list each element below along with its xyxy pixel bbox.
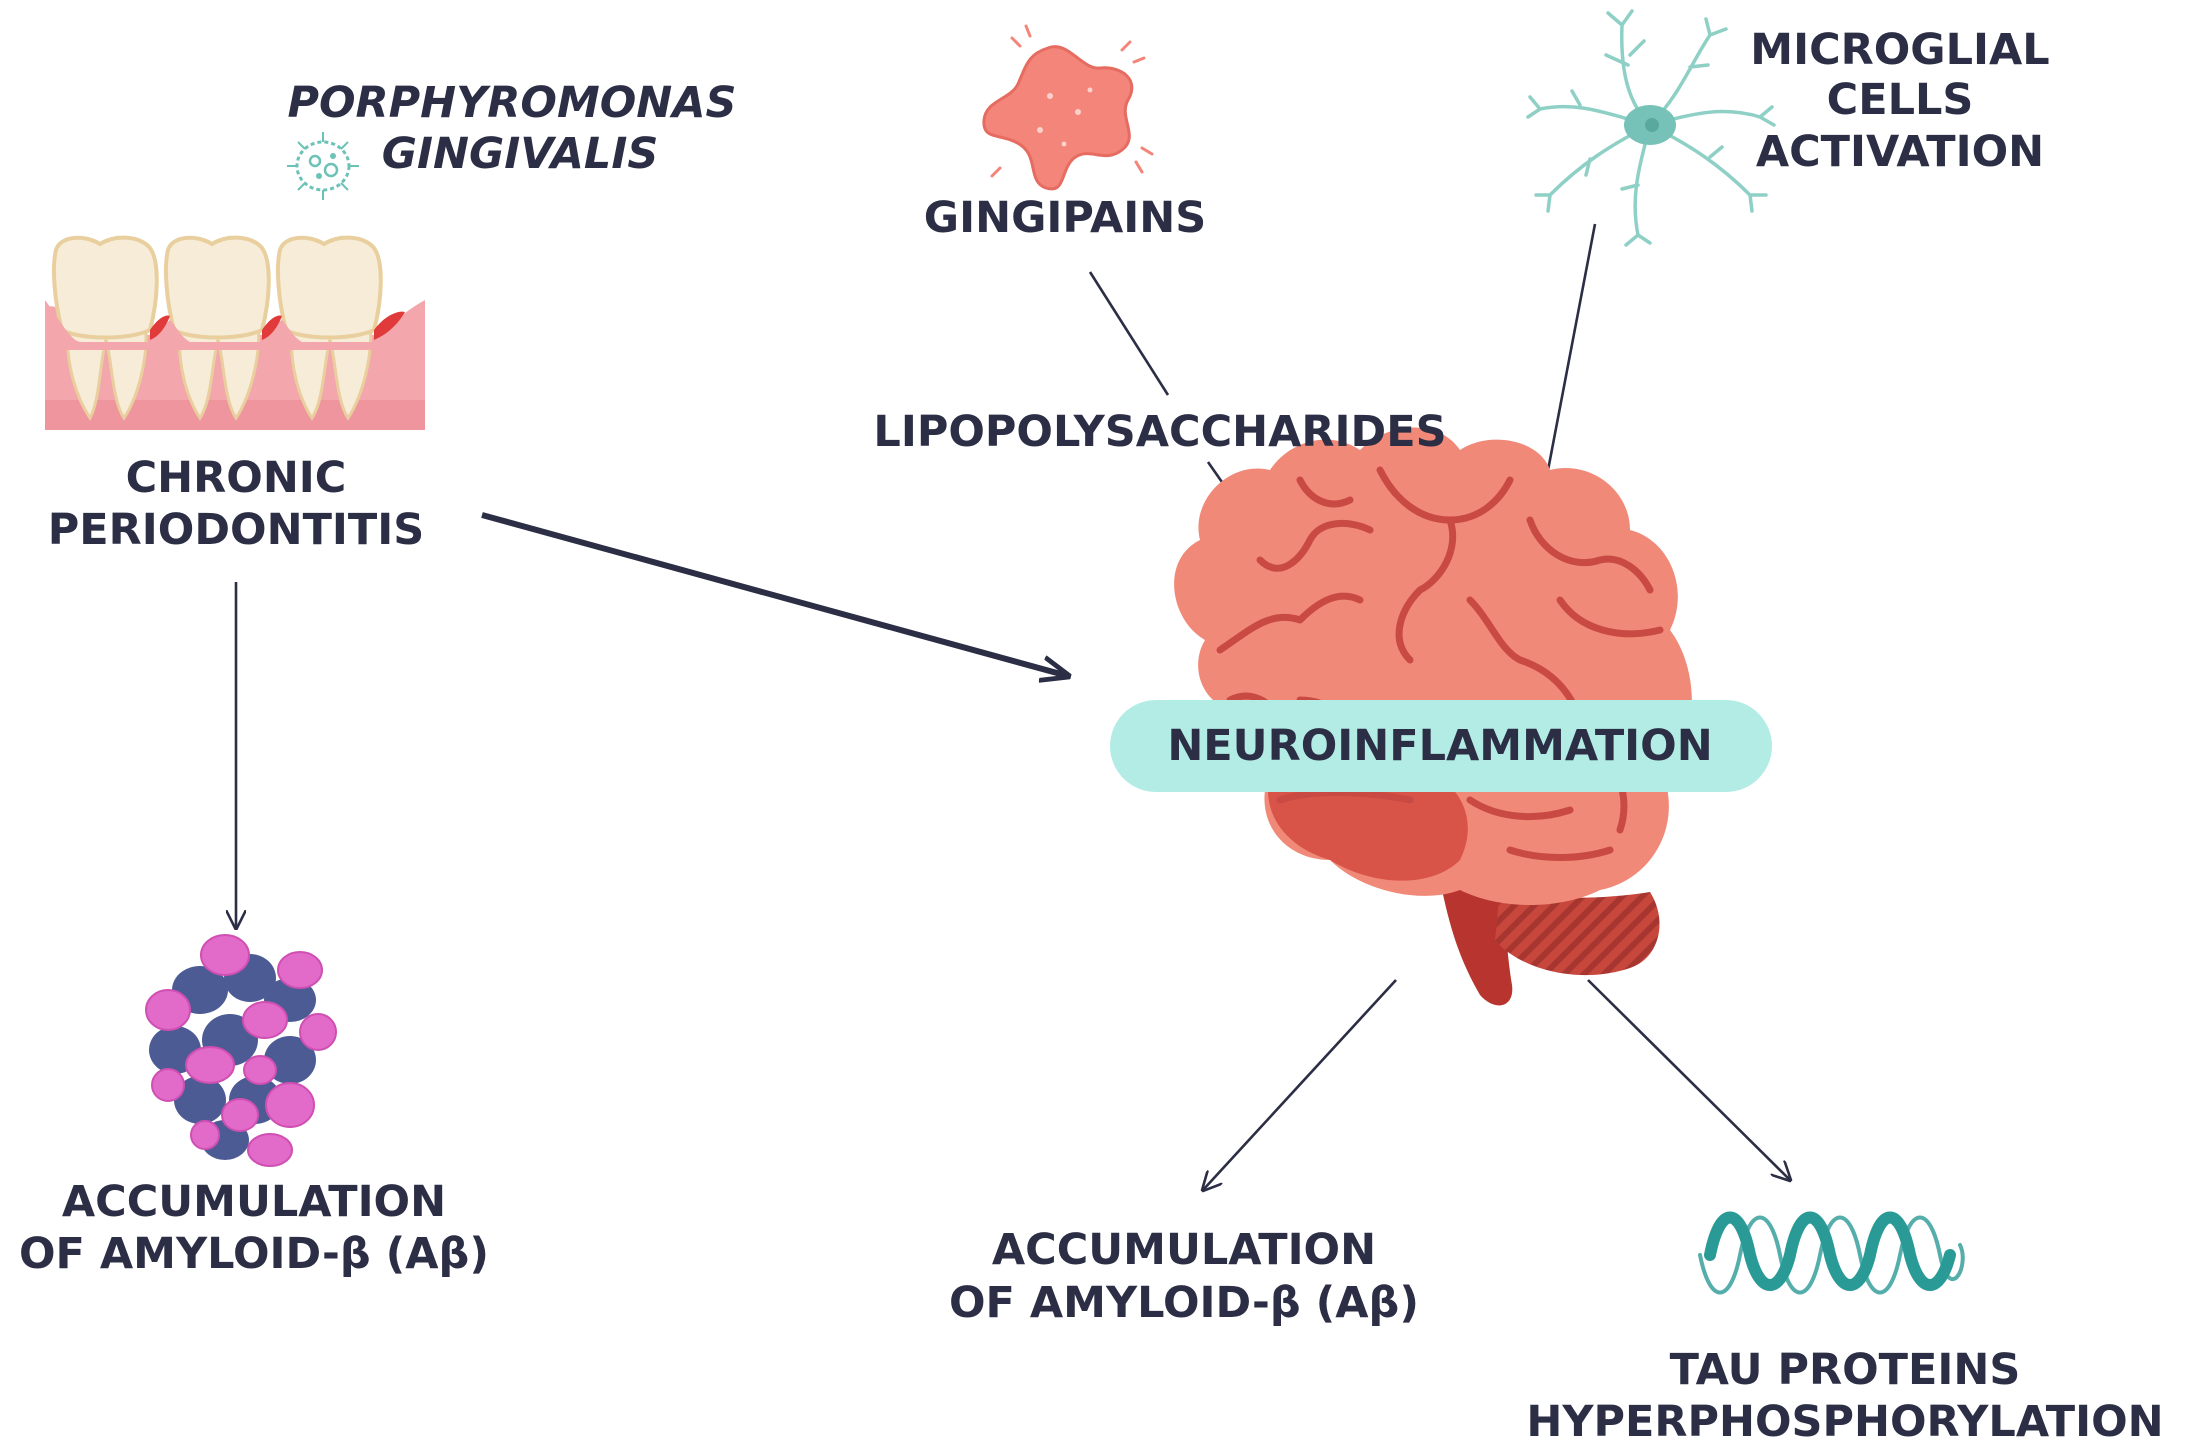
- microglial-label-line3: ACTIVATION: [1756, 127, 2044, 177]
- amyloid-right-label-line2: OF AMYLOID-β (Aβ): [949, 1278, 1419, 1328]
- periodontitis-label-line2: PERIODONTITIS: [48, 505, 424, 555]
- arrow-periodontitis-to-brain: [481, 512, 1068, 676]
- amyloid-left-label-line1: ACCUMULATION: [62, 1177, 446, 1227]
- gingipains-label: GINGIPAINS: [924, 193, 1206, 243]
- arrow-brain-to-tau: [1587, 979, 1790, 1180]
- gingipain-icon: [982, 24, 1154, 191]
- arrow-gingipains-to-lps: [1088, 271, 1170, 396]
- teeth-icon: [45, 235, 425, 430]
- bacteria-label-line1: PORPHYROMONAS: [287, 78, 736, 128]
- bacteria-label-line2: GINGIVALIS: [382, 129, 659, 179]
- amyloid-right-label-line1: ACCUMULATION: [992, 1225, 1376, 1275]
- microglia-icon: [1526, 9, 1776, 247]
- tau-label-line1: TAU PROTEINS: [1670, 1345, 2021, 1395]
- microglial-label-line1: MICROGLIAL: [1750, 25, 2049, 75]
- lps-label: LIPOPOLYSACCHARIDES: [873, 407, 1446, 457]
- tau-helix-icon: [1698, 1211, 1965, 1295]
- neuroinflammation-label: NEUROINFLAMMATION: [1167, 721, 1712, 771]
- bacteria-icon: [287, 132, 359, 200]
- amyloid-left-label-line2: OF AMYLOID-β (Aβ): [19, 1229, 489, 1279]
- neuroinflammation-pill: [1110, 700, 1772, 792]
- microglial-label-line2: CELLS: [1827, 75, 1974, 125]
- tau-label-line2: HYPERPHOSPHORYLATION: [1526, 1397, 2163, 1447]
- periodontitis-label-line1: CHRONIC: [126, 453, 347, 503]
- amyloid-cluster-icon: [145, 934, 337, 1167]
- arrow-brain-to-amyloid: [1203, 979, 1397, 1190]
